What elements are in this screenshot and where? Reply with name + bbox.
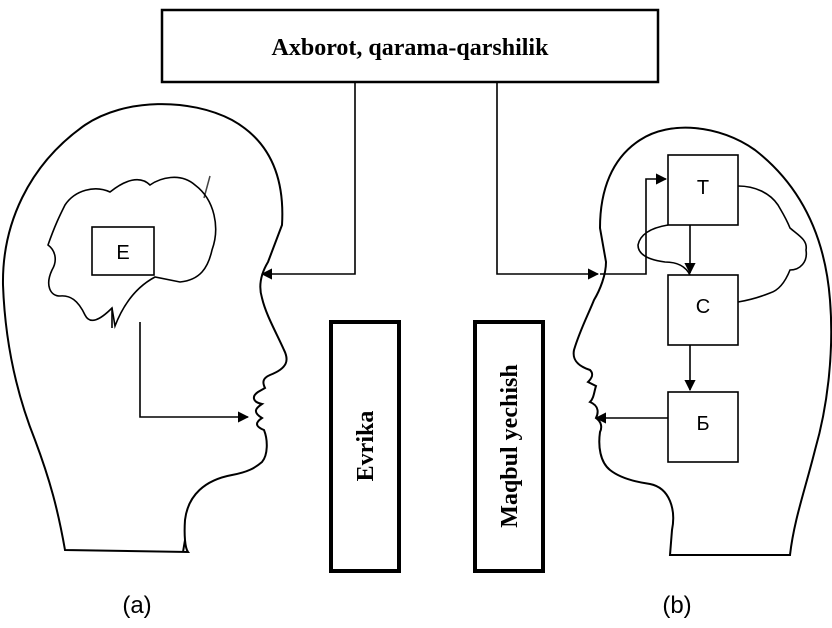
right-side-panel: Maqbul yechish: [473, 320, 545, 573]
right-head: T C Б: [572, 126, 832, 556]
left-head: E: [1, 103, 288, 554]
right-c-box-label: C: [696, 296, 710, 318]
right-side-panel-label: Maqbul yechish: [497, 364, 523, 527]
left-e-box-label: E: [116, 242, 129, 264]
right-head-outline: [572, 126, 832, 556]
top-to-left-head-arrow: [260, 82, 356, 280]
top-to-right-head-arrow: [496, 82, 600, 280]
left-brain-cloud: [47, 176, 217, 330]
right-c-box: C: [667, 274, 739, 346]
right-b-box: Б: [667, 391, 739, 463]
right-b-box-label: Б: [696, 413, 709, 435]
left-side-panel: Evrika: [329, 320, 401, 573]
left-side-panel-label: Evrika: [353, 411, 379, 482]
right-t-box: T: [667, 154, 739, 226]
left-caption: (a): [122, 592, 151, 619]
left-head-outline: [1, 103, 288, 554]
left-e-box: E: [91, 226, 155, 276]
left-brain-to-mouth-arrow: [139, 322, 250, 423]
right-caption: (b): [662, 592, 691, 619]
head-to-t-arrow: [600, 173, 668, 275]
top-info-box-label: Axborot, qarama-qarshilik: [272, 35, 550, 61]
left-head-ear-tick: [182, 539, 186, 553]
top-info-box: Axborot, qarama-qarshilik: [160, 8, 660, 84]
right-t-box-label: T: [697, 177, 709, 199]
